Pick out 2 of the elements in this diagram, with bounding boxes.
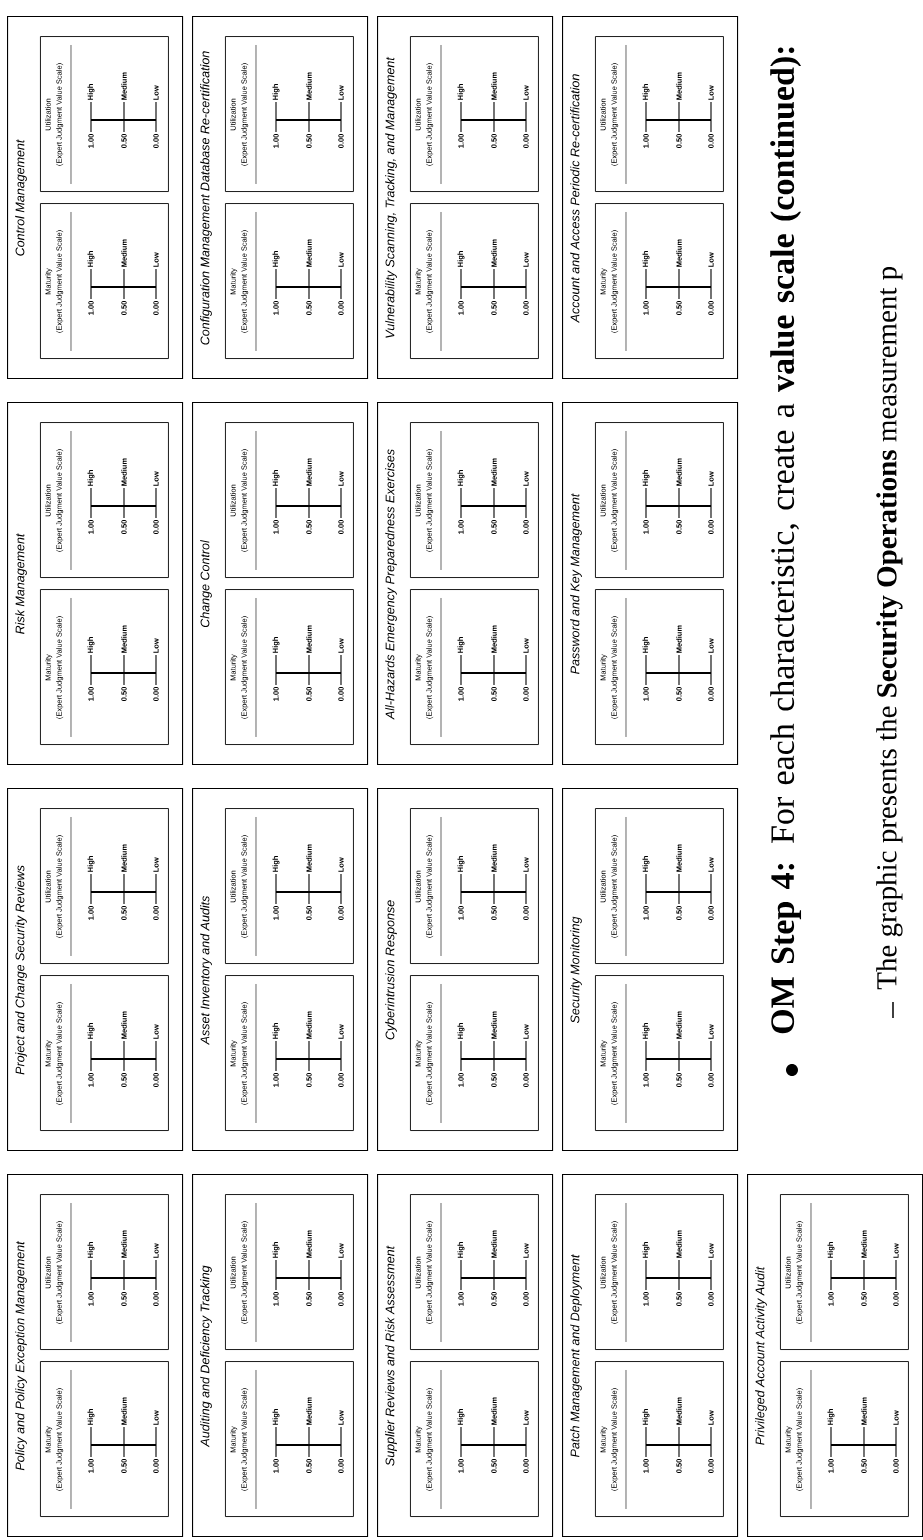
bullet-text: OM Step 4: For each characteristic, create a value scale (continued): <box>770 47 802 1034</box>
sub-bullet-text: The graphic presents the Security Operations measurement p <box>876 266 903 990</box>
